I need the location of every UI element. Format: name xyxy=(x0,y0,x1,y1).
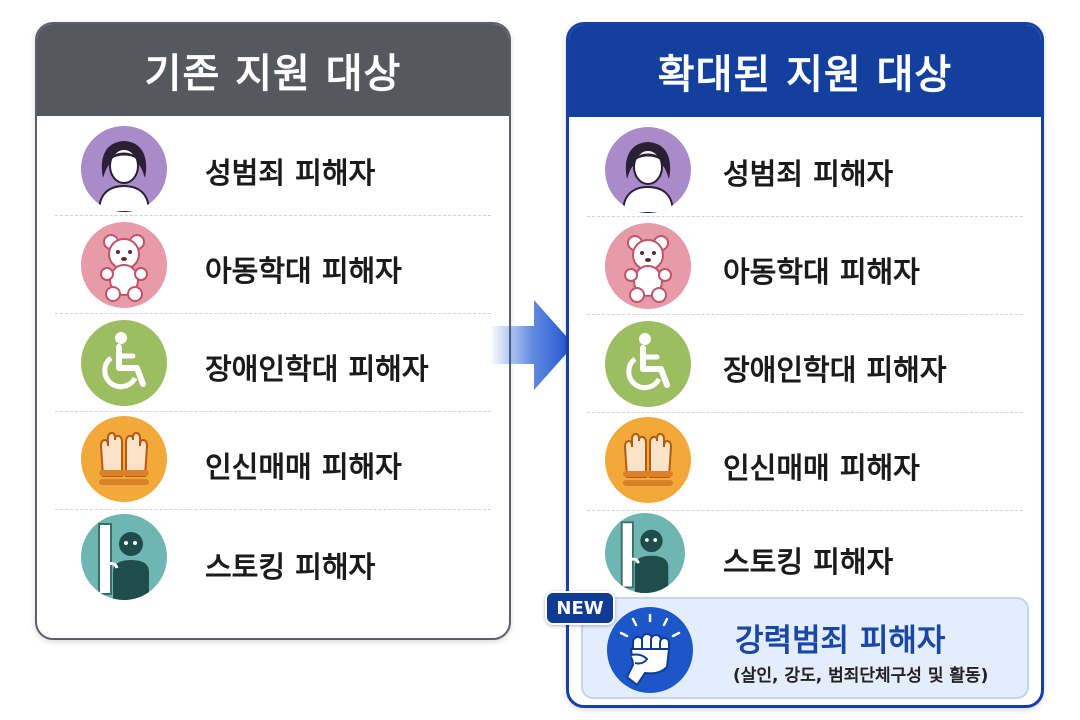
item-label: 인신매매 피해자 xyxy=(723,451,920,485)
divider xyxy=(55,509,491,510)
fist-icon xyxy=(607,607,693,693)
divider xyxy=(587,412,1023,413)
list-item: 스토킹 피해자 xyxy=(37,510,509,608)
item-label: 스토킹 피해자 xyxy=(723,545,894,579)
item-label: 스토킹 피해자 xyxy=(205,550,376,584)
divider xyxy=(55,313,491,314)
item-label: 장애인학대 피해자 xyxy=(205,352,429,386)
woman-icon xyxy=(81,126,167,212)
divider xyxy=(587,216,1023,217)
list-item: 아동학대 피해자 xyxy=(37,216,509,314)
stalker-icon xyxy=(81,514,167,600)
new-item-highlight: 강력범죄 피해자 (살인, 강도, 범죄단체구성 및 활동) xyxy=(581,597,1029,699)
list-item: 장애인학대 피해자 xyxy=(569,315,1041,413)
bound-hands-icon xyxy=(605,417,691,503)
new-item-subtitle: (살인, 강도, 범죄단체구성 및 활동) xyxy=(733,666,989,686)
bound-hands-icon xyxy=(81,416,167,502)
list-item: 스토킹 피해자 xyxy=(569,509,1041,607)
list-item: 아동학대 피해자 xyxy=(569,217,1041,315)
wheelchair-icon xyxy=(81,320,167,406)
existing-panel-title: 기존 지원 대상 xyxy=(37,24,509,116)
list-item: 인신매매 피해자 xyxy=(569,413,1041,511)
item-label: 인신매매 피해자 xyxy=(205,450,402,484)
item-label: 아동학대 피해자 xyxy=(205,254,402,288)
item-label: 장애인학대 피해자 xyxy=(723,353,947,387)
divider xyxy=(55,411,491,412)
item-label: 성범죄 피해자 xyxy=(723,157,894,191)
wheelchair-icon xyxy=(605,321,691,407)
expanded-panel-title: 확대된 지원 대상 xyxy=(569,25,1041,117)
list-item: 성범죄 피해자 xyxy=(569,119,1041,217)
item-label: 아동학대 피해자 xyxy=(723,255,920,289)
list-item: 장애인학대 피해자 xyxy=(37,314,509,412)
teddy-bear-icon xyxy=(605,223,691,309)
item-label: 성범죄 피해자 xyxy=(205,156,376,190)
divider xyxy=(55,215,491,216)
teddy-bear-icon xyxy=(81,222,167,308)
woman-icon xyxy=(605,127,691,213)
new-item-label: 강력범죄 피해자 xyxy=(735,623,946,659)
divider xyxy=(587,314,1023,315)
list-item: 성범죄 피해자 xyxy=(37,118,509,216)
existing-support-panel: 기존 지원 대상 성범죄 피해자 xyxy=(35,22,511,640)
arrow-right-icon xyxy=(490,300,574,390)
expanded-support-panel: 확대된 지원 대상 성범죄 피해자 xyxy=(566,22,1044,708)
list-item: 인신매매 피해자 xyxy=(37,412,509,510)
stalker-icon xyxy=(605,513,685,593)
new-badge: NEW xyxy=(545,591,615,625)
divider xyxy=(587,510,1023,511)
